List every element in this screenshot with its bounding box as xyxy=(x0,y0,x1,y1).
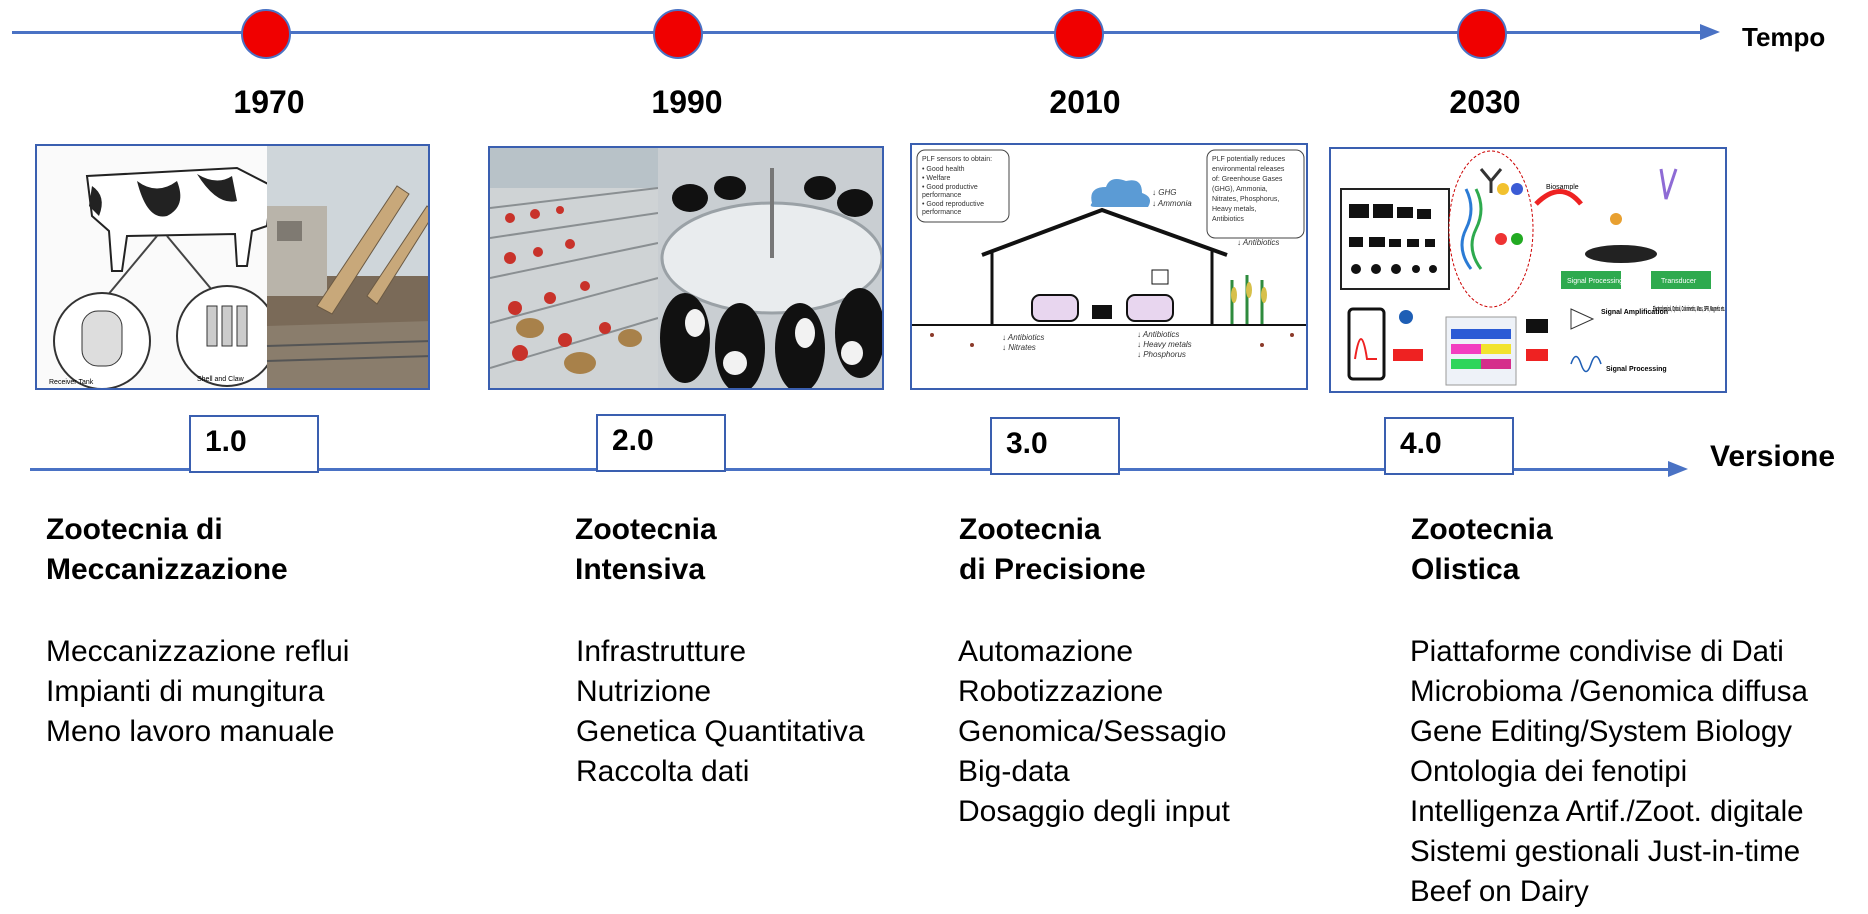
image-text: of: Greenhouse Gases xyxy=(1212,176,1283,183)
time-axis-label: Tempo xyxy=(1742,22,1826,52)
image-text: • Good productive xyxy=(922,184,978,191)
image-text: ↓ GHG xyxy=(1152,188,1176,197)
year-label: 2030 xyxy=(1449,84,1521,120)
image-text: ↓ Antibiotics xyxy=(1237,238,1279,247)
image-intensive xyxy=(488,146,884,390)
image-text: environmental releases xyxy=(1212,166,1285,173)
image-text: Heavy metals, xyxy=(1212,206,1256,213)
svg-text:PLF potentially reduces: PLF potentially reduces environmental re… xyxy=(1212,156,1287,223)
list-item: Robotizzazione xyxy=(958,675,1164,708)
version-axis-arrow xyxy=(1668,461,1688,477)
time-axis-line xyxy=(12,31,1702,34)
image-mechanization: Receiver Tank Shell and Claw xyxy=(35,144,430,390)
image-text: Signal Processing xyxy=(1606,366,1667,373)
year-label: 2010 xyxy=(1049,84,1121,120)
image-biosensor: Biosample Signal Processing Transducer S… xyxy=(1329,147,1727,393)
image-text: (GHG), Ammonia, xyxy=(1212,186,1268,193)
version-box: 3.0 xyxy=(990,417,1120,475)
image-text: Transducer xyxy=(1661,278,1697,285)
image-text: ↓ Phosphorus xyxy=(1137,350,1186,359)
image-text: Nitrates, Phosphorus, xyxy=(1212,196,1279,203)
list-item: Ontologia dei fenotipi xyxy=(1410,755,1688,788)
version-box: 2.0 xyxy=(596,414,726,472)
list-item: Big-data xyxy=(958,755,1070,788)
list-item: Gene Editing/System Biology xyxy=(1410,715,1793,748)
list-item: Intelligenza Artif./Zoot. digitale xyxy=(1410,795,1804,828)
image-text: Electrochemical, Optical, Colorimetric, … xyxy=(1653,306,1725,313)
list-item: Dosaggio degli input xyxy=(958,795,1230,828)
image-text: PLF sensors to obtain: xyxy=(922,156,992,163)
list-item: Piattaforme condivise di Dati xyxy=(1410,635,1784,668)
image-text: PLF potentially reduces xyxy=(1212,156,1286,163)
timeline-dot-2030 xyxy=(1457,9,1507,59)
image-text: • Welfare xyxy=(922,175,950,182)
list-item: Meccanizzazione reflui xyxy=(46,635,350,668)
version-axis-label: Versione xyxy=(1710,440,1836,473)
list-item: Infrastrutture xyxy=(576,635,747,668)
era-items: Meccanizzazione reflui Impianti di mungi… xyxy=(46,632,349,752)
image-caption: Shell and Claw xyxy=(197,376,245,383)
image-text: performance xyxy=(922,209,961,216)
list-item: Genomica/Sessagio xyxy=(958,715,1227,748)
image-text: Antibiotics xyxy=(1212,216,1244,223)
image-text: ↓ Ammonia xyxy=(1152,199,1192,208)
list-item: Beef on Dairy xyxy=(1410,875,1589,908)
era-items: Infrastrutture Nutrizione Genetica Quant… xyxy=(576,632,865,792)
list-item: Nutrizione xyxy=(576,675,712,708)
year-label: 1970 xyxy=(233,84,305,120)
image-text: performance xyxy=(922,192,961,199)
image-text: ↓ Antibiotics xyxy=(1137,330,1179,339)
svg-text:↓ Antibiotics ↓ Nitrates: ↓ Antibiotics ↓ Nitrates ↓ Antibiotics ↓… xyxy=(1002,330,1194,359)
image-text: Signal Amplification xyxy=(1601,309,1668,316)
svg-text:↓ GHG ↓ Ammonia: ↓ GHG ↓ Ammonia xyxy=(1152,188,1192,208)
list-item: Automazione xyxy=(958,635,1134,668)
image-text: • Good health xyxy=(922,166,965,173)
image-text: ↓ Antibiotics xyxy=(1002,333,1044,342)
svg-text:PLF sensors to obtain: •: PLF sensors to obtain: • Good health • W… xyxy=(922,156,994,216)
era-items: Piattaforme condivise di Dati Microbioma… xyxy=(1410,632,1808,912)
list-item: Impianti di mungitura xyxy=(46,675,325,708)
image-caption: Receiver Tank xyxy=(49,379,94,386)
year-label: 1990 xyxy=(651,84,723,120)
image-text: Signal Processing xyxy=(1567,278,1623,285)
image-precision-farming: PLF sensors to obtain: • Good health • W… xyxy=(910,143,1308,390)
image-text: ↓ Nitrates xyxy=(1002,343,1036,352)
image-text: • Good reproductive xyxy=(922,201,984,208)
version-box: 1.0 xyxy=(189,415,319,473)
list-item: Genetica Quantitativa xyxy=(576,715,865,748)
list-item: Microbioma /Genomica diffusa xyxy=(1410,675,1808,708)
timeline-dot-1990 xyxy=(653,9,703,59)
image-text: ↓ Heavy metals xyxy=(1137,340,1192,349)
list-item: Meno lavoro manuale xyxy=(46,715,335,748)
list-item: Raccolta dati xyxy=(576,755,750,788)
list-item: Sistemi gestionali Just-in-time xyxy=(1410,835,1801,868)
era-items: Automazione Robotizzazione Genomica/Sess… xyxy=(958,632,1230,832)
version-box: 4.0 xyxy=(1384,417,1514,475)
image-text: Biosample xyxy=(1546,184,1579,191)
time-axis-arrow xyxy=(1700,24,1720,40)
timeline-dot-1970 xyxy=(241,9,291,59)
timeline-dot-2010 xyxy=(1054,9,1104,59)
version-axis-line xyxy=(30,468,1670,471)
